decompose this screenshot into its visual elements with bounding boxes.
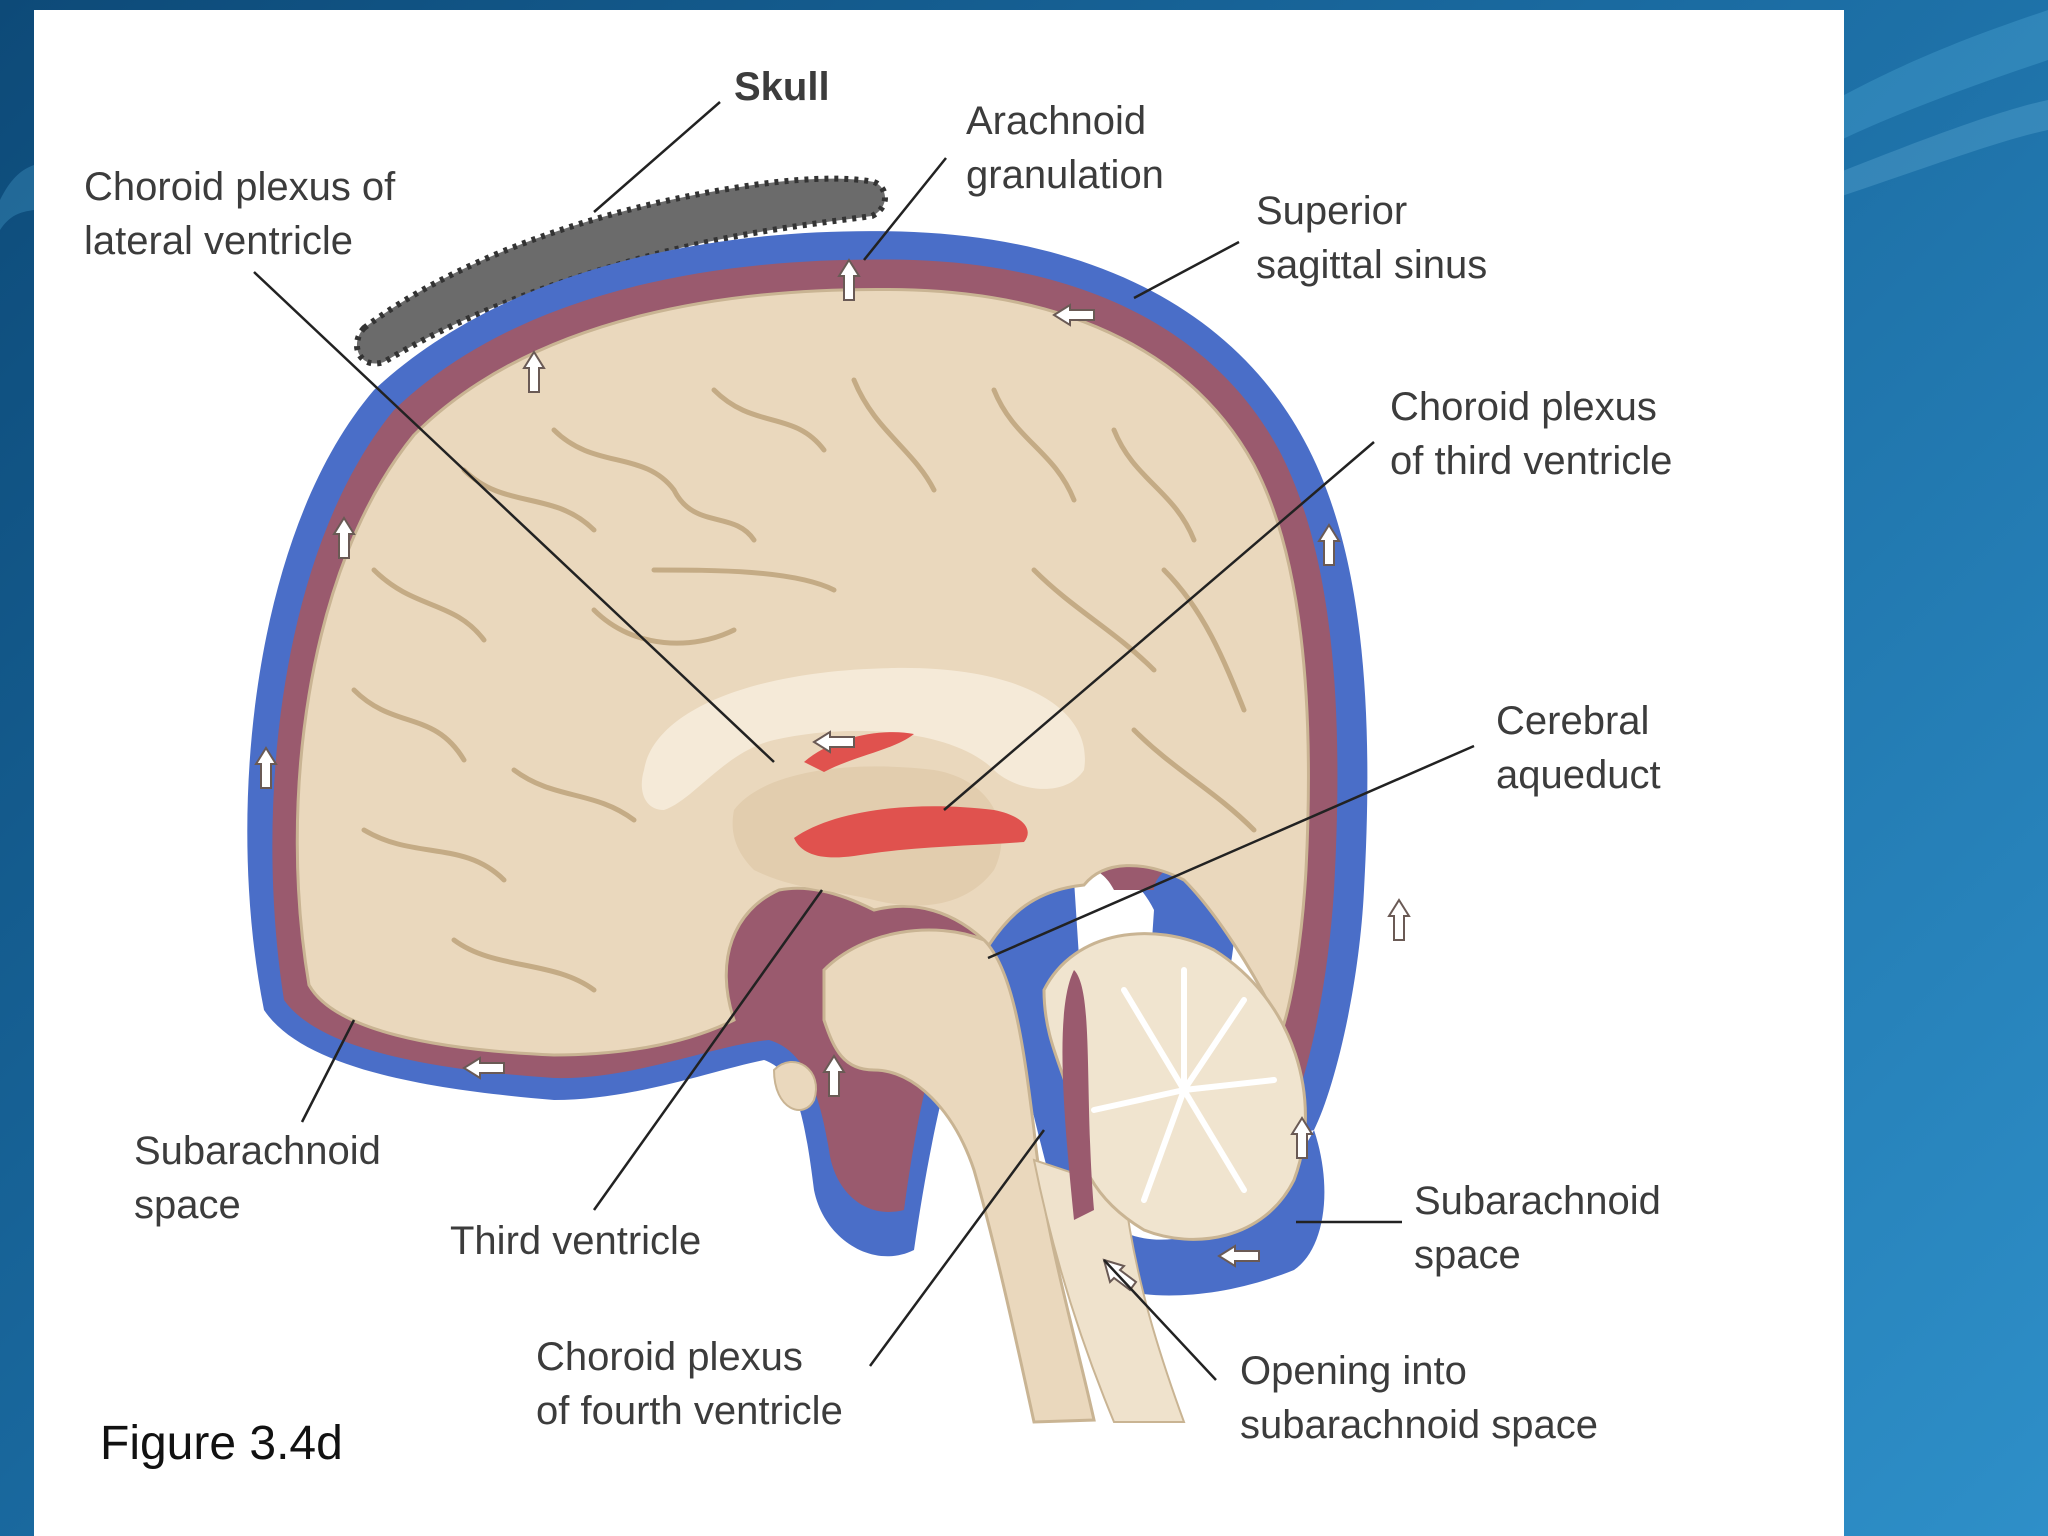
figure-caption: Figure 3.4d xyxy=(100,1417,343,1470)
gyri-folds xyxy=(351,377,1257,993)
label-subarachnoid-space-left: Subarachnoid space xyxy=(134,1129,381,1227)
leader-lines xyxy=(253,101,1475,1381)
brainstem xyxy=(822,928,1096,1424)
fourth-ventricle xyxy=(1062,970,1094,1220)
brain-sagittal-diagram xyxy=(247,101,1475,1424)
label-superior-sagittal-sinus: Superior sagittal sinus xyxy=(1256,189,1488,287)
label-subarachnoid-space-right: Subarachnoid space xyxy=(1414,1179,1661,1277)
label-third-ventricle: Third ventricle xyxy=(450,1219,702,1263)
label-cerebral-aqueduct: Cerebral aqueduct xyxy=(1496,699,1661,797)
choroid-plexus-third-ventricle xyxy=(794,806,1028,858)
choroid-plexus-lateral-ventricle xyxy=(804,732,914,772)
skull-fragment xyxy=(353,175,888,367)
corpus-callosum xyxy=(641,667,1085,810)
label-choroid-plexus-third-ventricle: Choroid plexus of third ventricle xyxy=(1390,385,1673,483)
label-opening-into-subarachnoid-space: Opening into subarachnoid space xyxy=(1240,1349,1599,1447)
csf-flow-arrows xyxy=(254,258,1411,1292)
label-choroid-plexus-fourth-ventricle: Choroid plexus of fourth ventricle xyxy=(536,1335,843,1433)
label-arachnoid-granulation: Arachnoid granulation xyxy=(966,99,1164,197)
spinal-cord xyxy=(1032,1158,1186,1423)
pituitary-region xyxy=(772,1060,817,1111)
figure-panel: Skull Arachnoid granulation Choroid plex… xyxy=(34,10,1844,1536)
arbor-vitae xyxy=(1091,967,1277,1203)
label-skull: Skull xyxy=(734,65,830,109)
label-choroid-plexus-lateral-ventricle: Choroid plexus of lateral ventricle xyxy=(84,165,396,263)
